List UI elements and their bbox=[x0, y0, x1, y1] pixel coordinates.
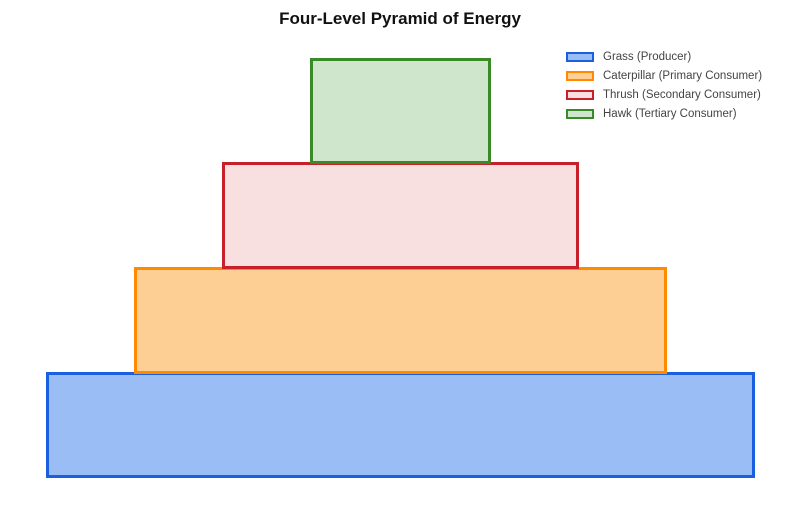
level-grass bbox=[46, 372, 755, 478]
legend: Grass (Producer) Caterpillar (Primary Co… bbox=[566, 47, 762, 123]
legend-label: Caterpillar (Primary Consumer) bbox=[603, 69, 763, 82]
level-hawk bbox=[310, 58, 491, 164]
legend-label: Grass (Producer) bbox=[603, 50, 692, 63]
diagram-title: Four-Level Pyramid of Energy bbox=[279, 9, 521, 28]
legend-item-hawk: Hawk (Tertiary Consumer) bbox=[566, 104, 762, 123]
legend-item-grass: Grass (Producer) bbox=[566, 47, 762, 66]
legend-label: Thrush (Secondary Consumer) bbox=[603, 88, 761, 101]
level-thrush bbox=[222, 162, 579, 269]
legend-item-caterpillar: Caterpillar (Primary Consumer) bbox=[566, 66, 762, 85]
legend-swatch bbox=[566, 108, 594, 119]
legend-swatch bbox=[566, 89, 594, 100]
level-caterpillar bbox=[134, 267, 667, 374]
legend-swatch bbox=[566, 51, 594, 62]
legend-swatch bbox=[566, 70, 594, 81]
legend-item-thrush: Thrush (Secondary Consumer) bbox=[566, 85, 762, 104]
legend-label: Hawk (Tertiary Consumer) bbox=[603, 107, 737, 120]
